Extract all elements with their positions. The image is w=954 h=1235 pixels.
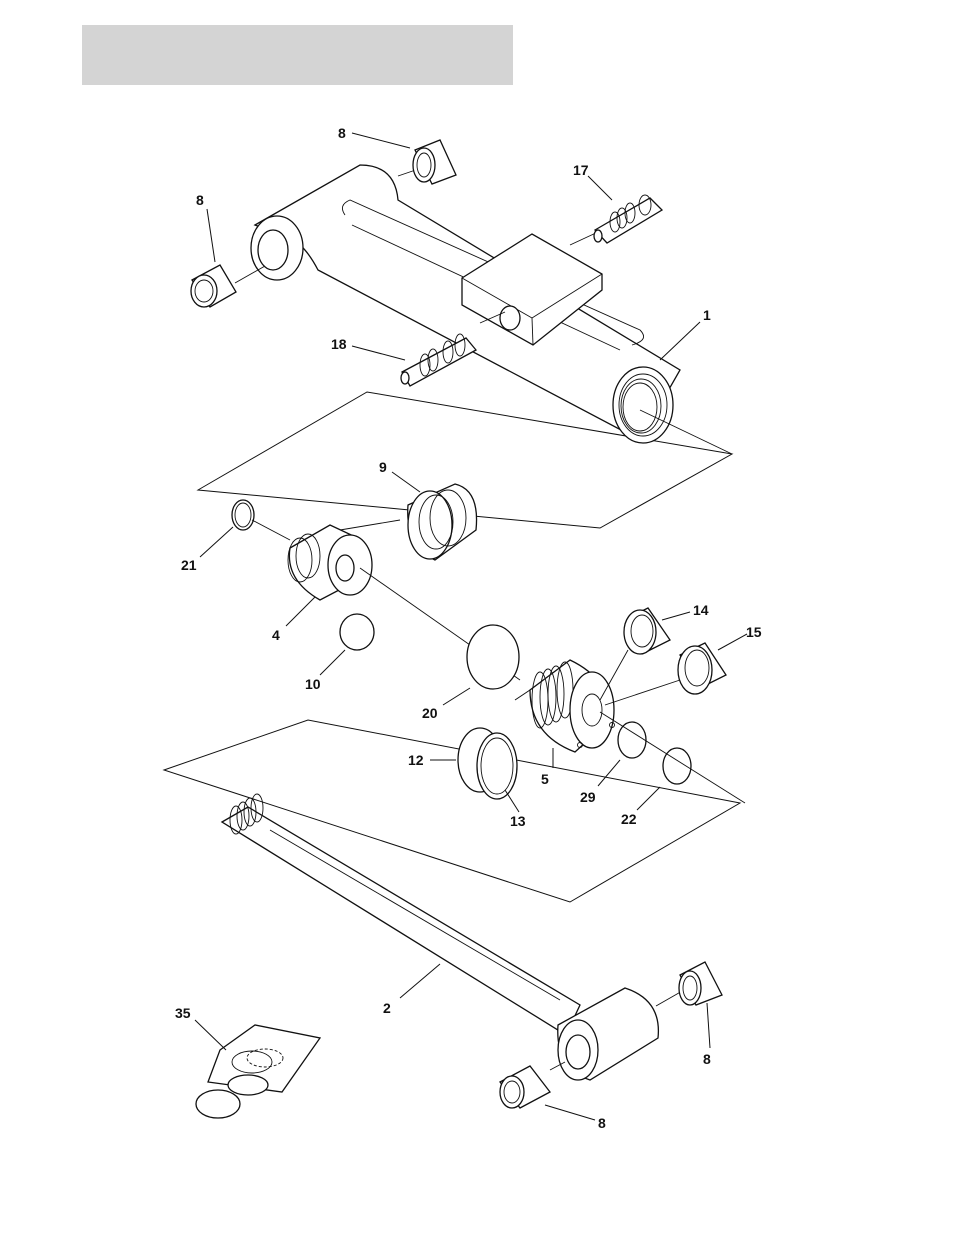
bushing-bottom-left [500,1066,550,1108]
o-ring-20 [467,625,519,689]
callout-12: 12 [408,752,424,768]
bushing-top-left [191,265,236,307]
wear-ring-9 [408,484,477,560]
seal-15 [678,643,726,694]
valve-18 [401,334,476,386]
callout-4: 4 [272,627,280,643]
callout-8-top-right: 8 [338,125,346,141]
callout-21: 21 [181,557,197,573]
callout-15: 15 [746,624,762,640]
callout-20: 20 [422,705,438,721]
bushing-bottom-right [679,962,722,1005]
ring-13 [477,733,517,799]
callout-8-top-left: 8 [196,192,204,208]
callout-14: 14 [693,602,709,618]
valve-17 [594,195,662,243]
callout-8-bottom-left: 8 [598,1115,606,1131]
callout-5: 5 [541,771,549,787]
bushing-top-right [413,140,456,184]
retaining-ring-21 [232,500,254,530]
callout-13: 13 [510,813,526,829]
callout-29: 29 [580,789,596,805]
callout-8-bottom-right: 8 [703,1051,711,1067]
cylinder-barrel [235,160,732,454]
piston-5 [530,660,615,752]
callout-2: 2 [383,1000,391,1016]
o-ring-10 [340,614,374,650]
callout-35: 35 [175,1005,191,1021]
callout-18: 18 [331,336,347,352]
callout-9: 9 [379,459,387,475]
callout-1: 1 [703,307,711,323]
callout-10: 10 [305,676,321,692]
callout-22: 22 [621,811,637,827]
callout-17: 17 [573,162,589,178]
seal-14 [624,608,670,654]
ring-29 [618,722,646,758]
